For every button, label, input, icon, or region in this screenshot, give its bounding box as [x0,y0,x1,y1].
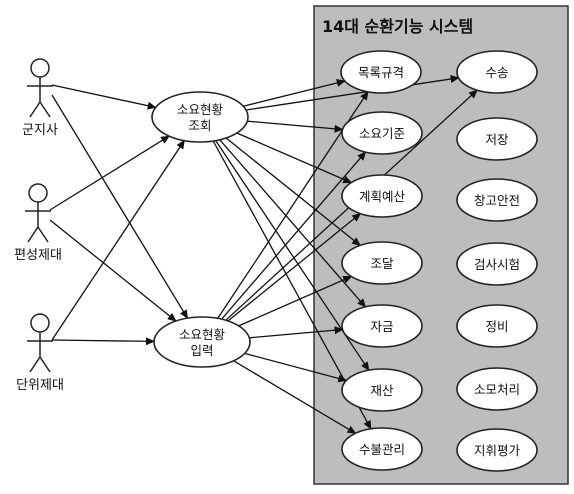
usecase-ellipse [341,241,423,285]
usecase-s4: 검사시험 [456,242,538,286]
usecase-ellipse [456,50,538,94]
usecase-s2: 저장 [456,117,538,161]
usecase-label: 검사시험 [474,257,520,272]
actor-right-leg [39,356,51,373]
usecase-ellipse [456,117,538,161]
association-a1-m1 [51,84,157,110]
usecase-label: 조회 [188,118,211,133]
actor-label: 군지사 [22,123,58,138]
association-m1-r3 [236,132,353,184]
association-m2-r5 [249,326,344,339]
usecase-s6: 소모처리 [456,367,538,411]
association-m2-r7 [233,360,357,434]
association-a1-m2 [51,94,189,320]
usecase-ellipse [341,111,423,155]
association-m2-r3 [227,212,362,322]
association-m1-r4 [225,137,361,247]
usecase-ellipse [341,304,423,348]
usecase-ellipse [341,174,423,218]
association-lines [49,75,478,434]
usecase-r5: 자금 [341,304,423,348]
usecase-ellipse [153,316,251,368]
usecase-label: 소모처리 [474,382,520,397]
usecase-ellipse [341,368,423,412]
usecase-ellipse [456,428,538,472]
usecase-label: 정비 [485,319,508,334]
usecase-s1: 수송 [456,50,538,94]
usecase-s7: 지휘평가 [456,428,538,472]
usecase-ellipse [340,50,422,94]
usecase-r2: 소요기준 [341,111,423,155]
usecase-ellipse [456,178,538,222]
actor-right-leg [39,101,51,118]
association-m1-r2 [247,120,344,133]
usecase-ellipse [456,367,538,411]
usecase-r6: 재산 [341,368,423,412]
usecase-r7: 수불관리 [341,427,423,471]
usecase-label: 소요기준 [359,126,405,141]
actor-a2: 편성제대 [14,183,62,263]
actor-head [30,58,50,78]
actor-a1: 군지사 [22,58,58,138]
usecase-r3: 계획예산 [341,174,423,218]
association-m1-r1 [243,79,346,107]
usecase-label: 저장 [485,132,509,147]
actor-left-leg [27,226,39,243]
actor-right-leg [37,226,49,243]
usecase-label: 재산 [370,383,394,398]
association-m2-r6 [244,352,348,383]
actor-head [28,183,48,203]
usecase-ellipse [456,242,538,286]
usecase-label: 수불관리 [359,442,405,457]
actor-left-leg [29,356,41,373]
association-m2-r4 [238,275,353,327]
usecase-ellipse [151,91,249,143]
usecase-ellipse [341,427,423,471]
association-m1-r5 [219,139,367,308]
association-m2-r2 [221,151,367,320]
usecase-label: 입력 [190,343,213,358]
usecase-label: 계획예산 [359,189,406,204]
association-a2-m1 [49,135,170,211]
usecase-label: 소요현황 [179,327,226,342]
actor-left-leg [29,101,41,118]
usecase-label: 창고안전 [474,193,520,208]
diagram-nodes: 군지사편성제대단위제대소요현황조회소요현황입력목록규격소요기준계획예산조달자금재… [14,50,538,472]
actor-label: 단위제대 [16,378,64,393]
usecase-label: 자금 [370,319,393,334]
actor-a3: 단위제대 [16,313,64,393]
usecase-label: 목록규격 [358,65,404,80]
usecase-label: 수송 [485,65,508,80]
usecase-s5: 정비 [456,304,538,348]
association-m1-s1 [246,75,460,111]
usecase-r1: 목록규격 [340,50,422,94]
actor-label: 편성제대 [14,248,62,263]
association-a3-m2 [51,337,155,346]
actor-head [30,313,50,333]
usecase-label: 조달 [370,256,394,271]
usecase-s3: 창고안전 [456,178,538,222]
usecase-ellipse [456,304,538,348]
system-title: 14대 순환기능 시스템 [322,17,473,36]
usecase-r4: 조달 [341,241,423,285]
usecase-label: 소요현황 [177,102,224,117]
association-a2-m2 [49,219,177,322]
usecase-label: 지휘평가 [474,443,521,458]
association-a3-m1 [51,139,185,341]
